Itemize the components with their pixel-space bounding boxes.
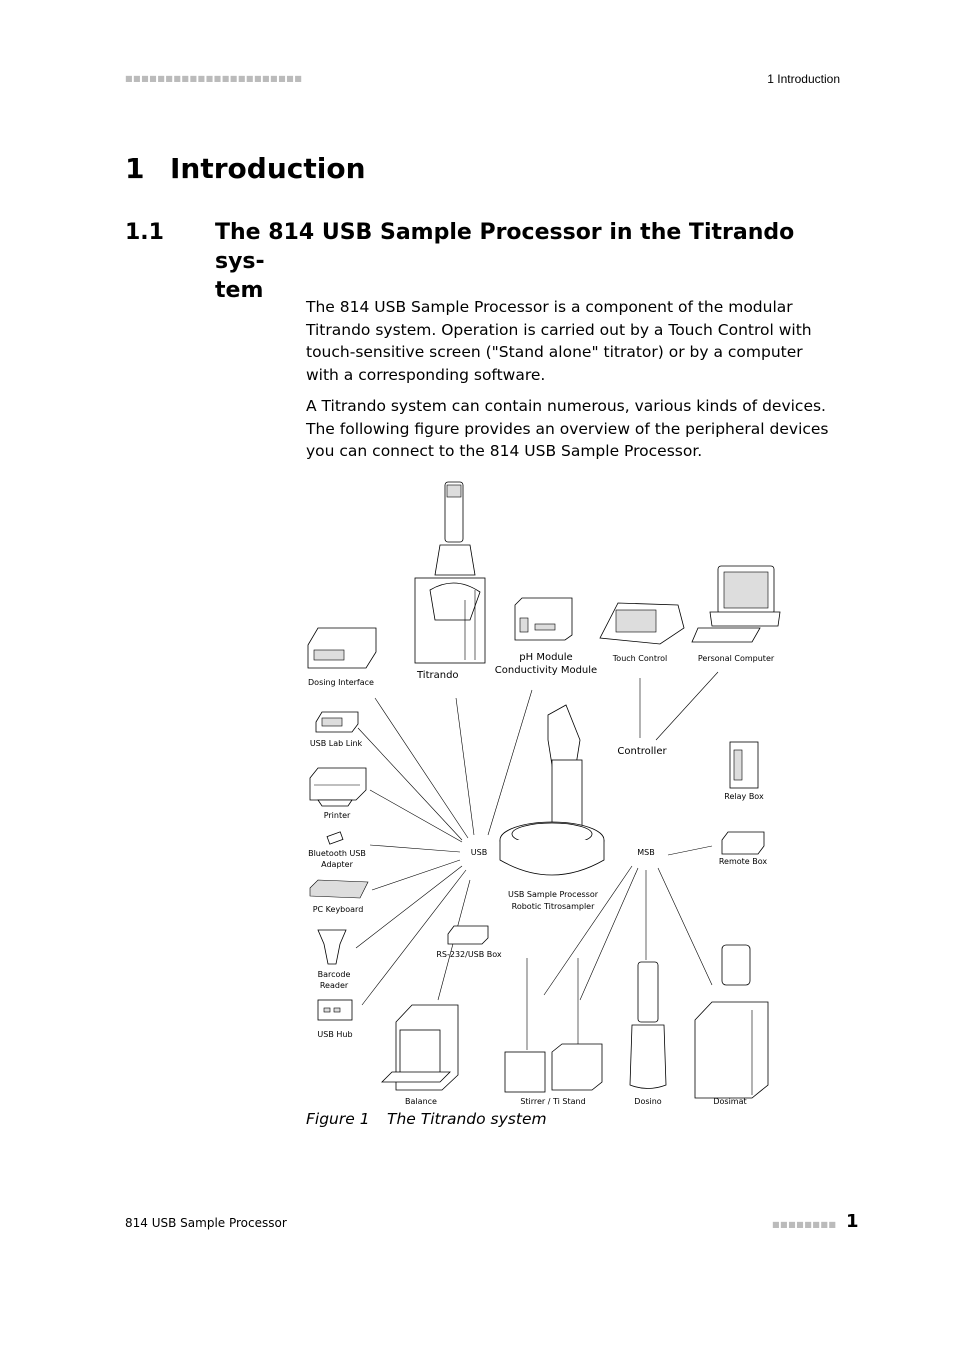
figure-label: Figure 1 (306, 1110, 370, 1128)
label-bluetooth-1: Bluetooth USB (308, 849, 366, 858)
label-usb-hub: USB Hub (317, 1030, 352, 1039)
label-barcode-1: Barcode (318, 970, 351, 979)
label-dosing-interface: Dosing Interface (308, 678, 374, 687)
label-usb: USB (471, 848, 487, 857)
label-stirrer: Stirrer / Ti Stand (520, 1097, 585, 1106)
label-balance: Balance (405, 1097, 437, 1106)
chapter-heading: 1 Introduction (125, 152, 366, 185)
label-dosimat: Dosimat (713, 1097, 746, 1106)
running-header: 1 Introduction (767, 72, 840, 86)
footer-decoration: ■■■■■■■■ (772, 1220, 837, 1229)
bluetooth-adapter-device (326, 831, 344, 845)
titrando-system-figure: Titrando pH Module Conductivity Module T… (307, 481, 781, 1106)
keyboard-device (309, 879, 369, 899)
label-relay-box: Relay Box (724, 792, 764, 801)
balance-device (381, 1004, 459, 1091)
rs232-box-device (447, 925, 489, 945)
header-decoration: ■■■■■■■■■■■■■■■■■■■■■■ (125, 74, 303, 83)
sample-processor-device (499, 704, 605, 876)
label-touch-control: Touch Control (612, 654, 667, 663)
personal-computer-device (691, 565, 781, 643)
label-printer: Printer (324, 811, 351, 820)
msb-connection-lines (543, 671, 719, 1001)
paragraph-1: The 814 USB Sample Processor is a compon… (306, 298, 812, 384)
ph-module-device (514, 597, 573, 641)
label-remote-box: Remote Box (719, 857, 768, 866)
label-titrando: Titrando (416, 670, 459, 681)
label-ph-module: pH Module (519, 652, 572, 663)
label-controller: Controller (617, 746, 667, 757)
label-usb-sample-processor: USB Sample Processor (508, 890, 599, 899)
dosino-device (629, 961, 667, 1089)
page-number: 1 (846, 1211, 859, 1232)
figure-caption: Figure 1 The Titrando system (306, 1110, 547, 1128)
section-title: The 814 USB Sample Processor in the Titr… (215, 220, 795, 303)
label-barcode-2: Reader (320, 981, 349, 990)
printer-device (309, 767, 367, 807)
usb-hub-device (317, 999, 353, 1021)
titrando-device (414, 481, 486, 664)
paragraph-2: A Titrando system can contain numerous, … (306, 397, 829, 461)
label-rs232: RS-232/USB Box (436, 950, 502, 959)
label-msb: MSB (637, 848, 654, 857)
dosing-interface-device (307, 627, 377, 669)
usb-connection-lines (355, 689, 533, 1006)
chapter-number: 1 (125, 152, 145, 185)
usb-lab-link-device (315, 711, 359, 733)
remote-box-device (721, 831, 765, 855)
barcode-reader-device (317, 929, 347, 965)
figure-caption-text: The Titrando system (387, 1110, 547, 1128)
chapter-title: Introduction (170, 152, 366, 185)
label-bluetooth-2: Adapter (321, 860, 353, 869)
stirrer-device (504, 958, 603, 1093)
label-dosino: Dosino (634, 1097, 662, 1106)
dosimat-device (694, 944, 769, 1099)
label-pc-keyboard: PC Keyboard (313, 905, 364, 914)
relay-box-device (729, 741, 759, 789)
label-usb-lab-link: USB Lab Link (310, 739, 363, 748)
label-robotic-titrosampler: Robotic Titrosampler (512, 902, 595, 911)
label-personal-computer: Personal Computer (698, 654, 775, 663)
section-number: 1.1 (125, 220, 164, 245)
touch-control-device (599, 602, 685, 645)
footer-product: 814 USB Sample Processor (125, 1216, 287, 1230)
label-conductivity-module: Conductivity Module (495, 665, 597, 676)
